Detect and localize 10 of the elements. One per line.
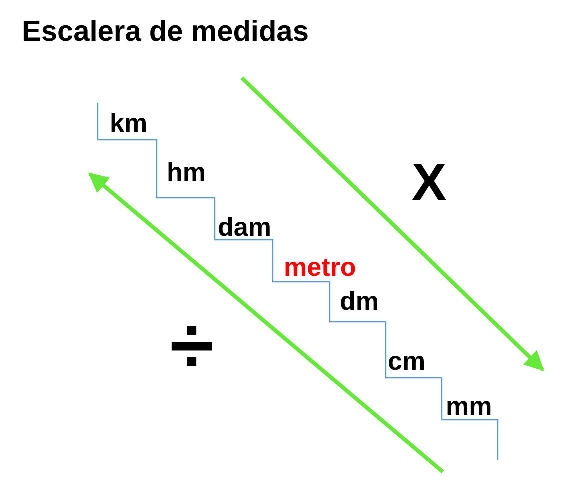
unit-label: mm: [446, 393, 492, 419]
unit-label: dm: [340, 288, 379, 314]
unit-label: cm: [388, 348, 426, 374]
divide-sign: ÷: [170, 306, 214, 386]
unit-label: dam: [218, 214, 272, 240]
multiply-sign: X: [412, 157, 447, 209]
unit-label: metro: [284, 254, 356, 280]
unit-label: hm: [167, 159, 206, 185]
title: Escalera de medidas: [22, 18, 309, 47]
unit-label: km: [110, 110, 148, 136]
